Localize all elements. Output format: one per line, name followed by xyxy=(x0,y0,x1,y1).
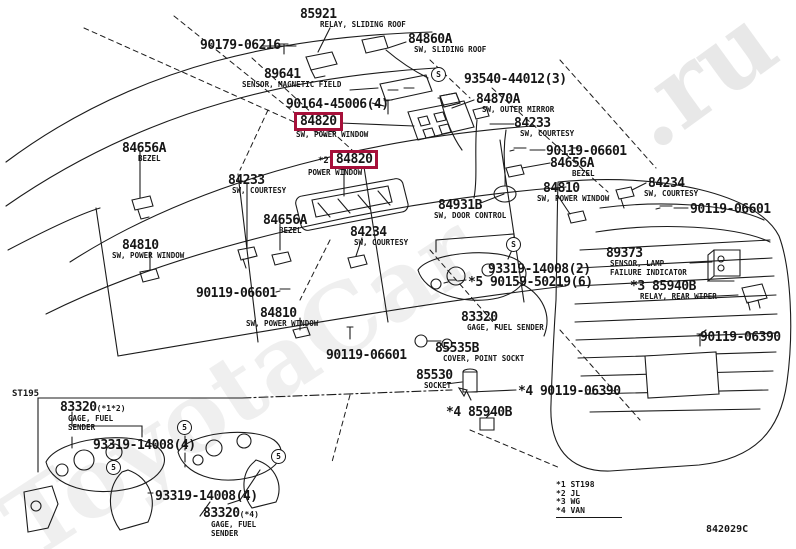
part-number[interactable]: *4 85940B xyxy=(446,405,512,420)
part-label: 93319-14008(4) xyxy=(93,437,196,452)
part-desc: SW, COURTESY xyxy=(520,129,575,138)
part-label: 90119-06390 xyxy=(700,329,781,344)
part-number[interactable]: ST195 xyxy=(12,389,40,399)
part-label: 90119-06601 xyxy=(690,201,771,216)
part-label: ST195 xyxy=(12,384,39,401)
part-desc: SW, COURTESY xyxy=(232,186,287,195)
part-number-highlighted[interactable]: 84820 xyxy=(294,112,343,131)
part-desc: SW, SLIDING ROOF xyxy=(414,45,487,54)
part-label: *4 85940B xyxy=(446,404,512,419)
diagram-code: 842029C xyxy=(706,524,749,535)
fastener-marker-s: S xyxy=(431,67,446,82)
part-number[interactable]: *5 90159-50219(6) xyxy=(468,275,593,290)
part-label: 90179-06216 xyxy=(200,37,281,52)
part-desc: SW, COURTESY xyxy=(354,238,409,247)
part-label: 83320(*1*2)GAGE, FUEL SENDER xyxy=(60,399,126,432)
part-desc: POWER WINDOW xyxy=(308,168,363,177)
part-number[interactable]: 85921 xyxy=(300,7,337,22)
legend-item: *2 JL xyxy=(556,488,581,498)
part-number[interactable]: 90119-06390 xyxy=(700,330,781,345)
part-desc: GAGE, FUEL SENDER xyxy=(467,323,544,332)
part-number[interactable]: 83320 xyxy=(203,506,240,521)
part-desc: BEZEL xyxy=(138,154,161,163)
part-number[interactable]: 90164-45006(4) xyxy=(286,97,389,112)
variant-suffix: (*4) xyxy=(239,510,259,519)
part-number[interactable]: 93319-14008(4) xyxy=(93,438,196,453)
part-desc: SENSOR, LAMP FAILURE INDICATOR xyxy=(610,259,687,277)
part-label: 93540-44012(3) xyxy=(464,71,567,86)
part-desc: RELAY, REAR WIPER xyxy=(640,292,717,301)
part-label: *5 90159-50219(6) xyxy=(468,274,593,289)
part-desc: SW, POWER WINDOW xyxy=(296,130,369,139)
part-desc: BEZEL xyxy=(279,226,302,235)
part-desc: SW, COURTESY xyxy=(644,189,699,198)
part-number[interactable]: 85530 xyxy=(416,368,453,383)
part-desc: RELAY, SLIDING ROOF xyxy=(320,20,406,29)
part-label: 90164-45006(4) xyxy=(286,96,389,111)
part-desc: SENSOR, MAGNETIC FIELD xyxy=(242,80,342,89)
part-label: 93319-14008(4) xyxy=(155,488,258,503)
fastener-marker-5: 5 xyxy=(177,420,192,435)
part-number[interactable]: 90179-06216 xyxy=(200,38,281,53)
part-desc: COVER, POINT SOCKT xyxy=(443,354,525,363)
part-label: 83320(*4)GAGE, FUEL SENDER xyxy=(203,505,259,538)
part-label: *4 90119-06390 xyxy=(518,383,621,398)
fastener-marker-5: 5 xyxy=(271,449,286,464)
part-desc: SW, POWER WINDOW xyxy=(537,194,610,203)
legend-item: *4 VAN xyxy=(556,505,585,515)
part-desc: SW, OUTER MIRROR xyxy=(482,105,555,114)
part-desc: BEZEL xyxy=(572,169,595,178)
variant-legend: *1 ST198*2 JL*3 WG*4 VAN xyxy=(556,480,622,518)
part-desc: SW, DOOR CONTROL xyxy=(434,211,507,220)
part-label: 90119-06601 xyxy=(326,347,407,362)
variant-prefix: *2 xyxy=(318,156,329,166)
part-desc: GAGE, FUEL SENDER xyxy=(68,414,114,432)
part-desc: SOCKET xyxy=(424,381,452,390)
part-number[interactable]: 90119-06601 xyxy=(326,348,407,363)
legend-item: *1 ST198 xyxy=(556,480,595,489)
watermark-text: .ru xyxy=(598,0,796,172)
part-desc: SW, POWER WINDOW xyxy=(246,319,319,328)
fastener-marker-5: 5 xyxy=(106,460,121,475)
part-desc: SW, POWER WINDOW xyxy=(112,251,185,260)
part-label: 90119-06601 xyxy=(196,285,277,300)
variant-suffix: (*1*2) xyxy=(96,404,126,413)
legend-item: *3 WG xyxy=(556,497,581,506)
fastener-marker-s: S xyxy=(506,237,521,252)
part-number[interactable]: 90119-06601 xyxy=(196,286,277,301)
part-number[interactable]: 93319-14008(4) xyxy=(155,489,258,504)
part-number[interactable]: *4 90119-06390 xyxy=(518,384,621,399)
part-number[interactable]: 83320 xyxy=(60,400,97,415)
part-number[interactable]: 90119-06601 xyxy=(690,202,771,217)
part-desc: GAGE, FUEL SENDER xyxy=(211,520,257,538)
part-number[interactable]: 93540-44012(3) xyxy=(464,72,567,87)
part-number-highlighted[interactable]: 84820 xyxy=(329,150,379,169)
